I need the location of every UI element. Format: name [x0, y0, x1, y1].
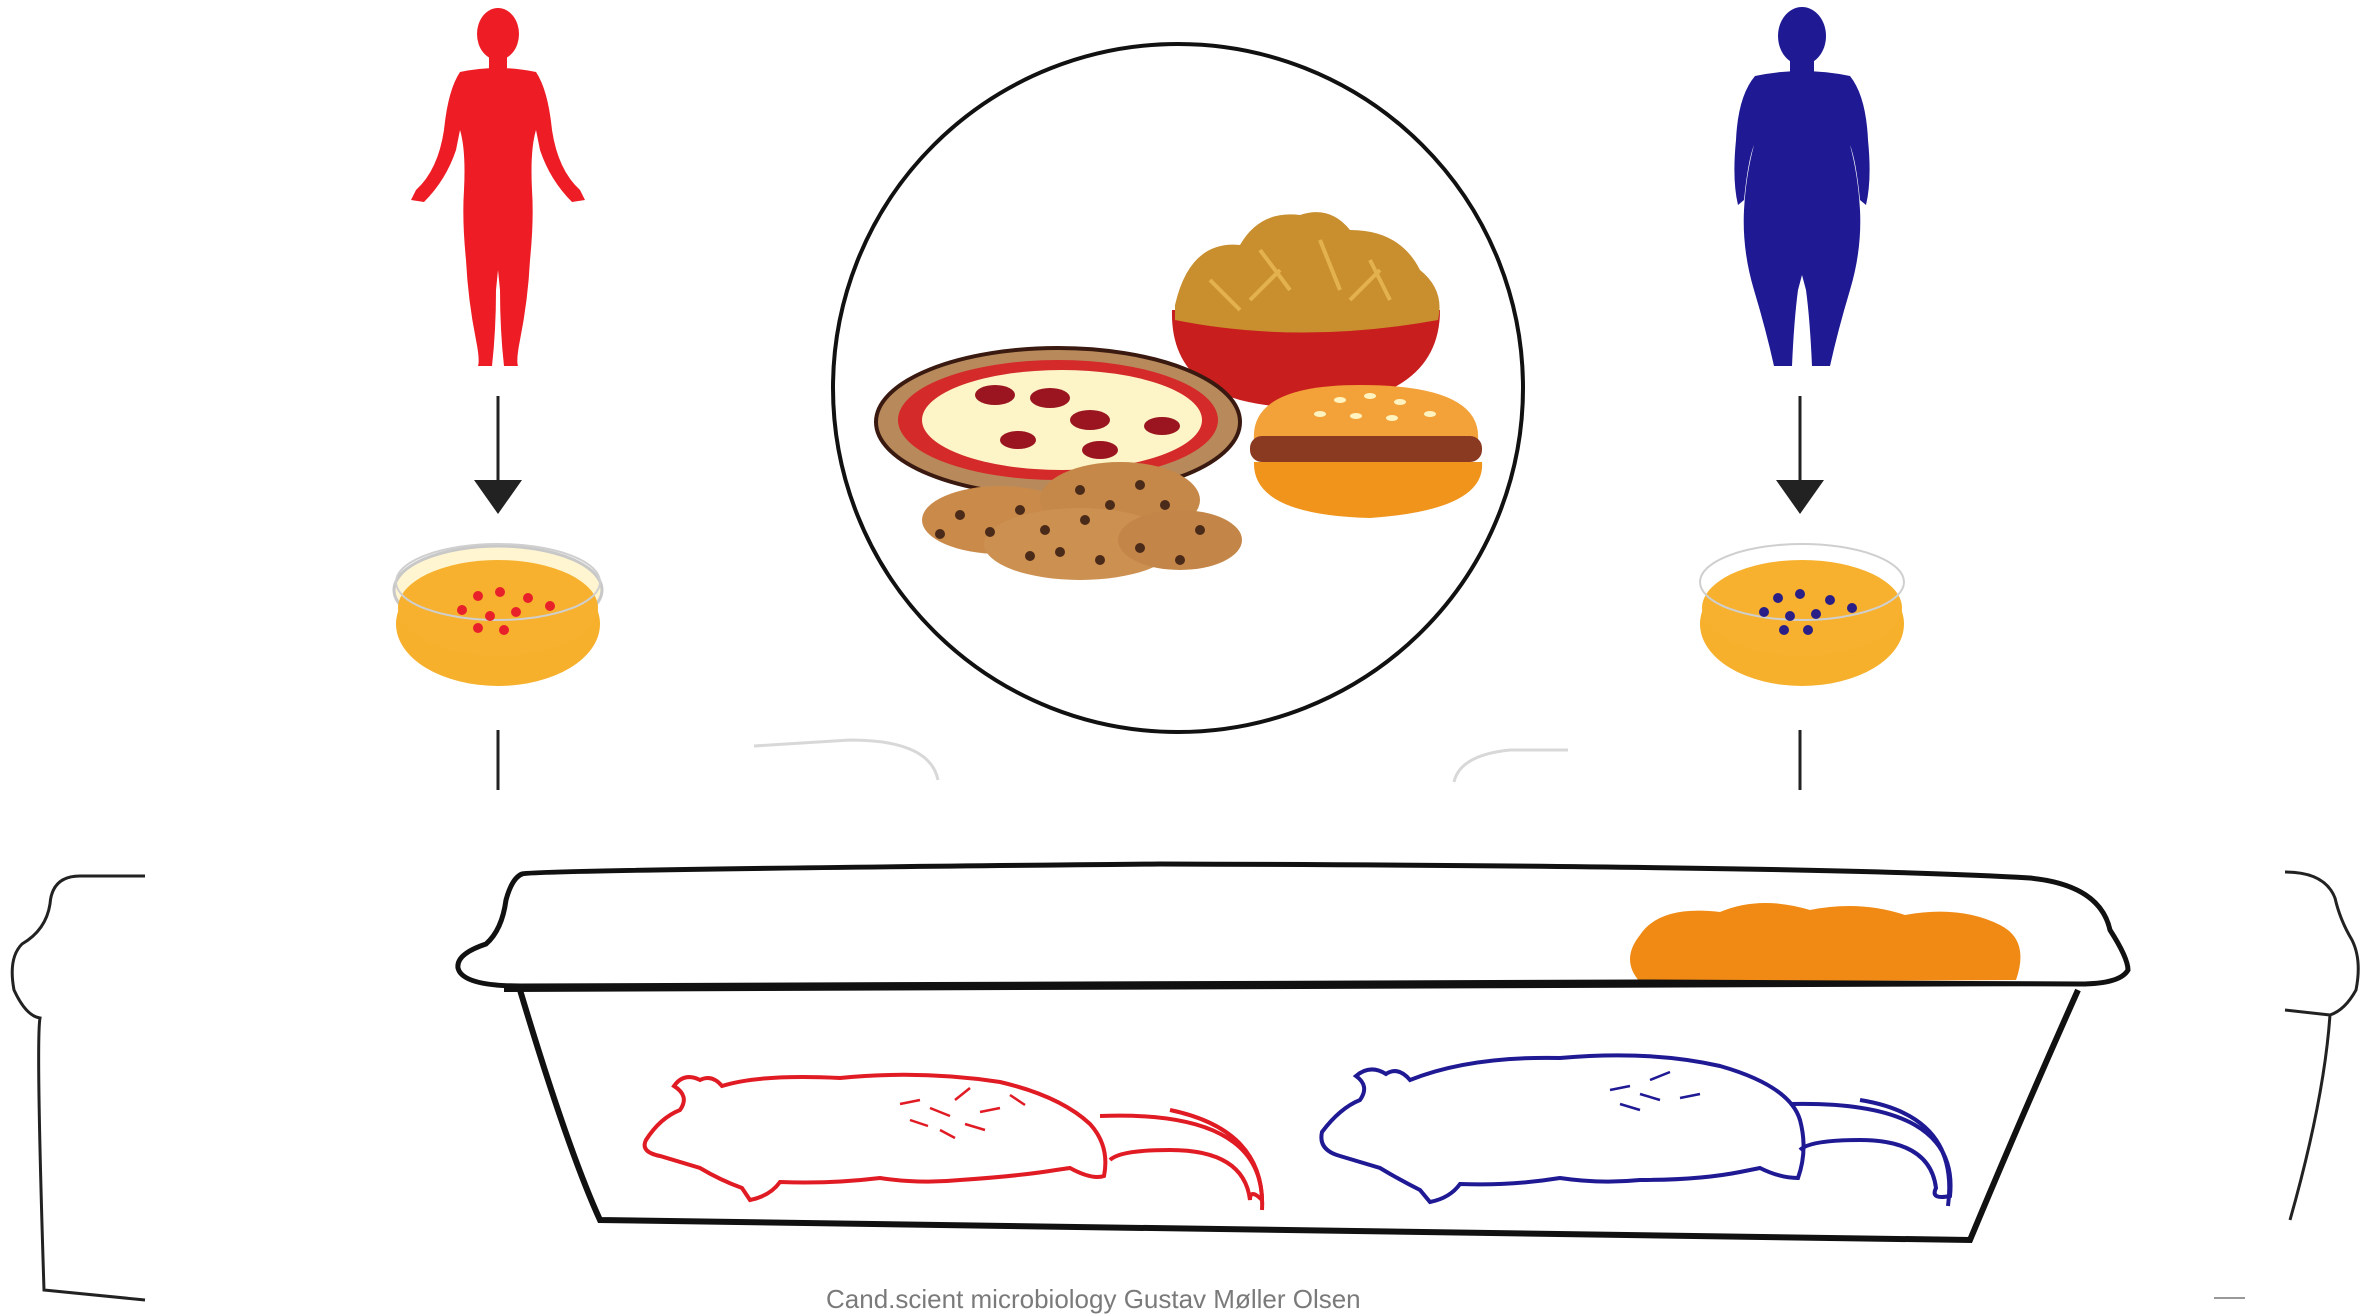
slide-footer: Cand.scient microbiology Gustav Møller O… — [826, 1286, 1361, 1312]
burger-icon — [1250, 385, 1482, 518]
left-petri-dish-icon — [394, 544, 602, 686]
right-petri-dish-icon — [1700, 544, 1904, 686]
obese-human-figure-icon — [1734, 7, 1869, 366]
lean-human-figure-icon — [411, 8, 585, 366]
junk-food-circle — [833, 44, 1523, 732]
chow-pellets-icon — [1630, 903, 2020, 982]
pizza-icon — [876, 348, 1240, 496]
right-arrow-to-dish — [1776, 396, 1824, 514]
mouse-cage — [458, 864, 2128, 1240]
right-background-cage — [2285, 872, 2358, 1220]
faded-connectors — [754, 740, 1568, 782]
left-arrow-to-dish — [474, 396, 522, 514]
left-background-cage — [12, 876, 145, 1300]
